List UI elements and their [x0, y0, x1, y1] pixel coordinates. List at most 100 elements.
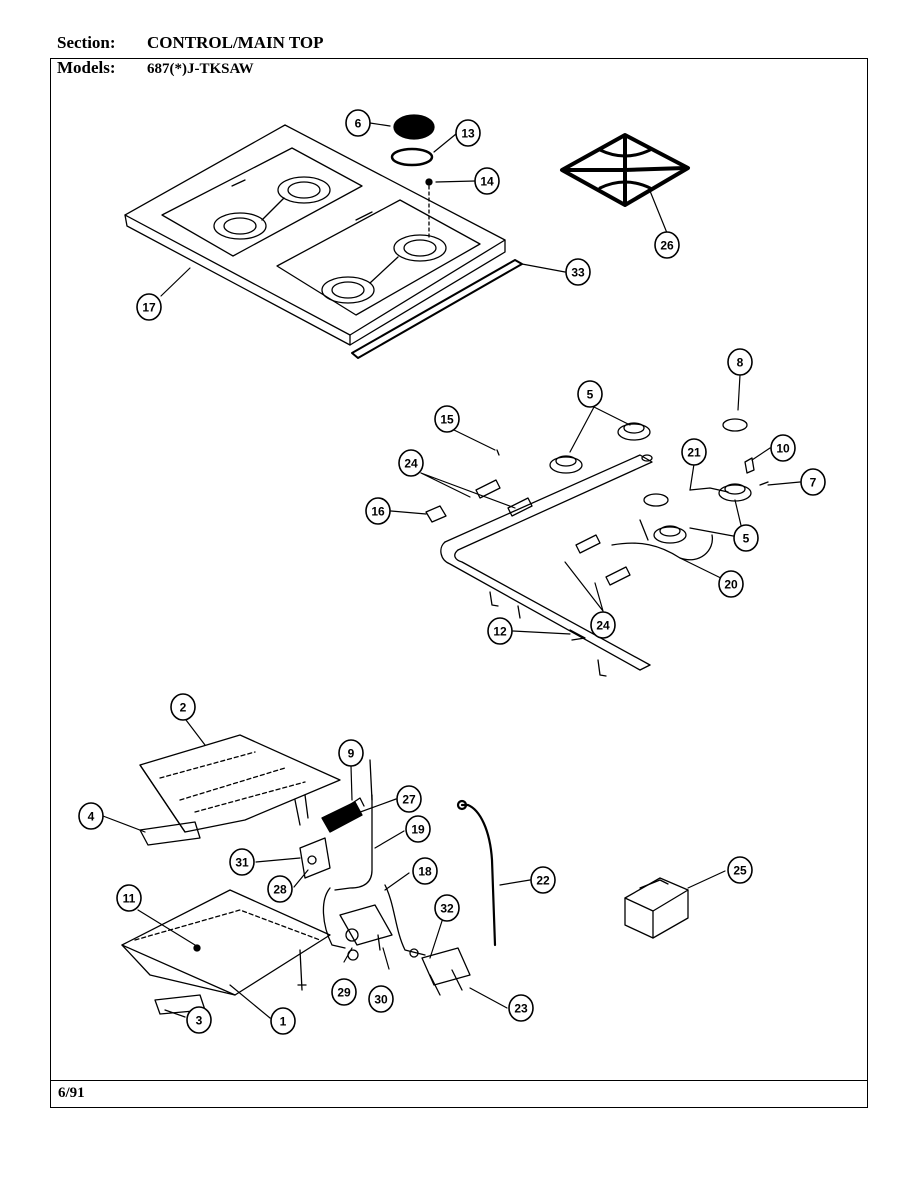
callout-circle-23: [508, 994, 534, 1022]
burner-baffle-part: [139, 734, 341, 846]
callout-number-23: 23: [514, 1002, 528, 1016]
callout-circle-6: [345, 109, 371, 137]
gas-tube-part: [456, 799, 497, 947]
callout-number-24: 24: [596, 619, 610, 633]
callout-number-33: 33: [571, 266, 585, 280]
callout-circle-3: [186, 1006, 212, 1034]
screw-part: [425, 178, 433, 239]
ring-part: [390, 147, 434, 167]
callout-number-27: 27: [402, 793, 416, 807]
callout-number-22: 22: [536, 874, 550, 888]
callout-circle-18: [412, 857, 438, 885]
callout-number-5: 5: [743, 532, 750, 546]
callout-number-28: 28: [273, 883, 287, 897]
callout-number-16: 16: [371, 505, 385, 519]
callout-number-9: 9: [348, 747, 355, 761]
diagram-frame: [50, 58, 868, 1108]
models-value: 687(*)J-TKSAW: [147, 61, 254, 77]
callout-number-30: 30: [374, 993, 388, 1007]
callout-number-31: 31: [235, 856, 249, 870]
footer-rule: [50, 1080, 868, 1081]
callout-number-4: 4: [88, 810, 95, 824]
section-value: CONTROL/MAIN TOP: [147, 33, 324, 52]
callout-number-3: 3: [196, 1014, 203, 1028]
callout-circle-8: [727, 348, 753, 376]
callout-number-21: 21: [687, 446, 701, 460]
callout-circle-20: [718, 570, 744, 598]
callout-circle-33: [565, 258, 591, 286]
callout-number-20: 20: [724, 578, 738, 592]
burner-cap-part: [393, 114, 435, 140]
callout-number-19: 19: [411, 823, 425, 837]
callout-circle-24: [398, 449, 424, 477]
callout-circle-10: [770, 434, 796, 462]
callout-circle-21: [681, 438, 707, 466]
igniter-part: [321, 759, 373, 833]
callout-number-15: 15: [440, 413, 454, 427]
callout-circle-29: [331, 978, 357, 1006]
callout-circle-32: [434, 894, 460, 922]
callout-circle-14: [474, 167, 500, 195]
callout-circle-7: [800, 468, 826, 496]
burner-heads-part: [549, 422, 752, 544]
callout-circle-24: [590, 611, 616, 639]
valves-part: [425, 449, 769, 586]
callout-circle-26: [654, 231, 680, 259]
bracket-part: [299, 837, 331, 879]
callout-number-24: 24: [404, 457, 418, 471]
callout-circle-5: [733, 524, 759, 552]
section-label: Section:: [57, 33, 116, 52]
broiler-pan-part: [121, 889, 331, 1015]
callout-circle-15: [434, 405, 460, 433]
footer-date: 6/91: [58, 1085, 85, 1101]
callout-number-1: 1: [280, 1015, 287, 1029]
callout-number-10: 10: [776, 442, 790, 456]
callout-number-6: 6: [355, 117, 362, 131]
callout-circle-1: [270, 1007, 296, 1035]
callout-circle-13: [455, 119, 481, 147]
callout-circle-27: [396, 785, 422, 813]
callout-number-14: 14: [480, 175, 494, 189]
thermostat-valve-part: [339, 904, 393, 961]
callout-circle-17: [136, 293, 162, 321]
grate-part: [560, 133, 690, 207]
callout-circle-28: [267, 875, 293, 903]
callout-circle-9: [338, 739, 364, 767]
gas-tubes-part: [611, 487, 729, 561]
main-top-part: [124, 124, 506, 346]
pilot-tube-part: [322, 794, 426, 956]
callout-number-7: 7: [810, 476, 817, 490]
callout-circle-25: [727, 856, 753, 884]
callout-number-5: 5: [587, 388, 594, 402]
callout-circle-16: [365, 497, 391, 525]
callout-number-11: 11: [123, 892, 136, 906]
trim-strip-part: [351, 259, 523, 359]
callout-circle-22: [530, 866, 556, 894]
callout-number-2: 2: [180, 701, 187, 715]
leader-lines: [102, 122, 801, 1019]
safety-valve-part: [409, 947, 471, 996]
callout-number-13: 13: [461, 127, 475, 141]
manifold-part: [440, 454, 653, 677]
callout-circle-5: [577, 380, 603, 408]
callout-circle-30: [368, 985, 394, 1013]
callout-number-8: 8: [737, 356, 744, 370]
callout-circle-31: [229, 848, 255, 876]
seal-ring-part: [722, 418, 748, 432]
callout-circle-4: [78, 802, 104, 830]
callout-circle-19: [405, 815, 431, 843]
control-box-part: [624, 877, 689, 939]
callout-number-17: 17: [142, 301, 156, 315]
callout-number-29: 29: [337, 986, 351, 1000]
callout-number-25: 25: [733, 864, 747, 878]
callout-circle-12: [487, 617, 513, 645]
callout-number-26: 26: [660, 239, 674, 253]
callout-circle-2: [170, 693, 196, 721]
callout-circle-11: [116, 884, 142, 912]
callout-number-12: 12: [493, 625, 507, 639]
callout-number-32: 32: [440, 902, 454, 916]
models-label: Models:: [57, 58, 116, 77]
callout-number-18: 18: [418, 865, 432, 879]
